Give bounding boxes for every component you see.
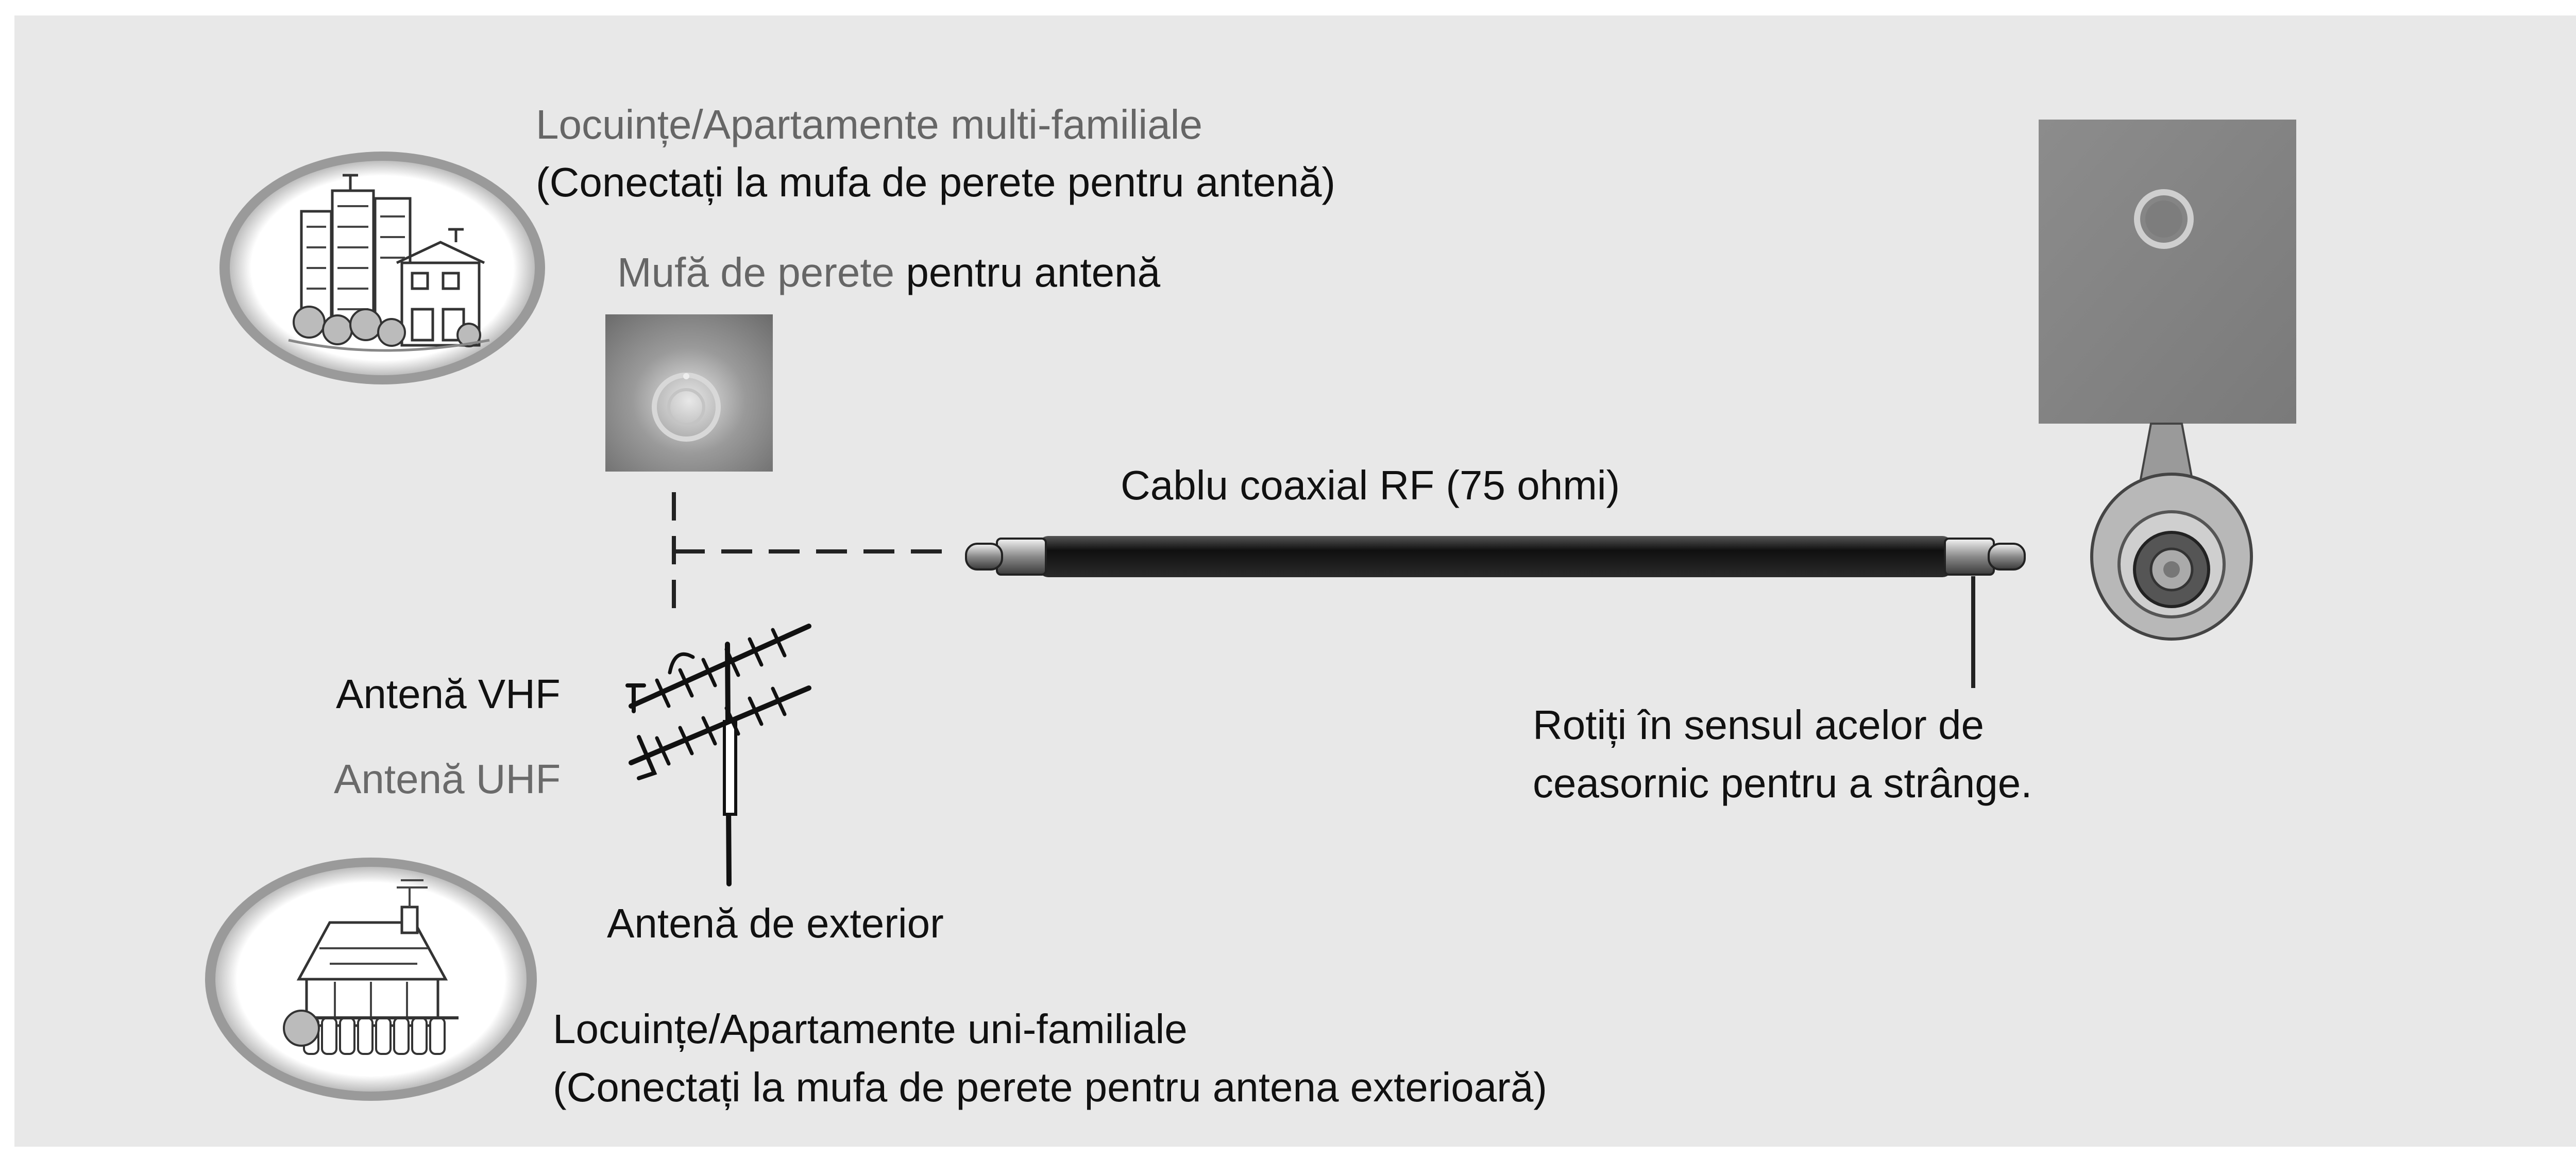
rotate-instruction-line2: ceasornic pentru a strânge. xyxy=(1533,760,2032,806)
coaxial-cable-icon xyxy=(965,536,2026,688)
wall-jack-label-part1: Mufă de perete xyxy=(617,249,895,295)
house-icon xyxy=(205,858,537,1101)
multi-family-title: Locuințe/Apartamente multi-familiale xyxy=(536,95,1202,154)
rf-connector-zoom-icon xyxy=(2090,423,2253,641)
multi-family-note: (Conectați la mufa de perete pentru ante… xyxy=(536,159,1336,205)
apartment-buildings-icon xyxy=(219,152,545,384)
multi-family-title-text: Locuințe/Apartamente multi-familiale xyxy=(536,102,1202,147)
vhf-antenna-label: Antenă VHF xyxy=(336,671,561,717)
antenna-wall-jack-icon xyxy=(605,314,773,472)
tv-back-panel-icon xyxy=(2039,120,2296,424)
outdoor-antenna-label: Antenă de exterior xyxy=(607,900,944,946)
wall-jack-label: Mufă de perete pentru antenă xyxy=(617,243,1160,302)
coax-cable-label: Cablu coaxial RF (75 ohmi) xyxy=(1121,462,1620,508)
dashed-connection xyxy=(672,492,943,608)
outdoor-antenna-icon xyxy=(625,624,811,886)
rotate-instruction-line1: Rotiți în sensul acelor de xyxy=(1533,702,1985,748)
single-family-note: (Conectați la mufa de perete pentru ante… xyxy=(553,1064,1548,1110)
uhf-antenna-label: Antenă UHF xyxy=(334,756,561,802)
wall-jack-label-part2: pentru antenă xyxy=(894,249,1161,295)
single-family-title: Locuințe/Apartamente uni-familiale xyxy=(553,1006,1188,1052)
